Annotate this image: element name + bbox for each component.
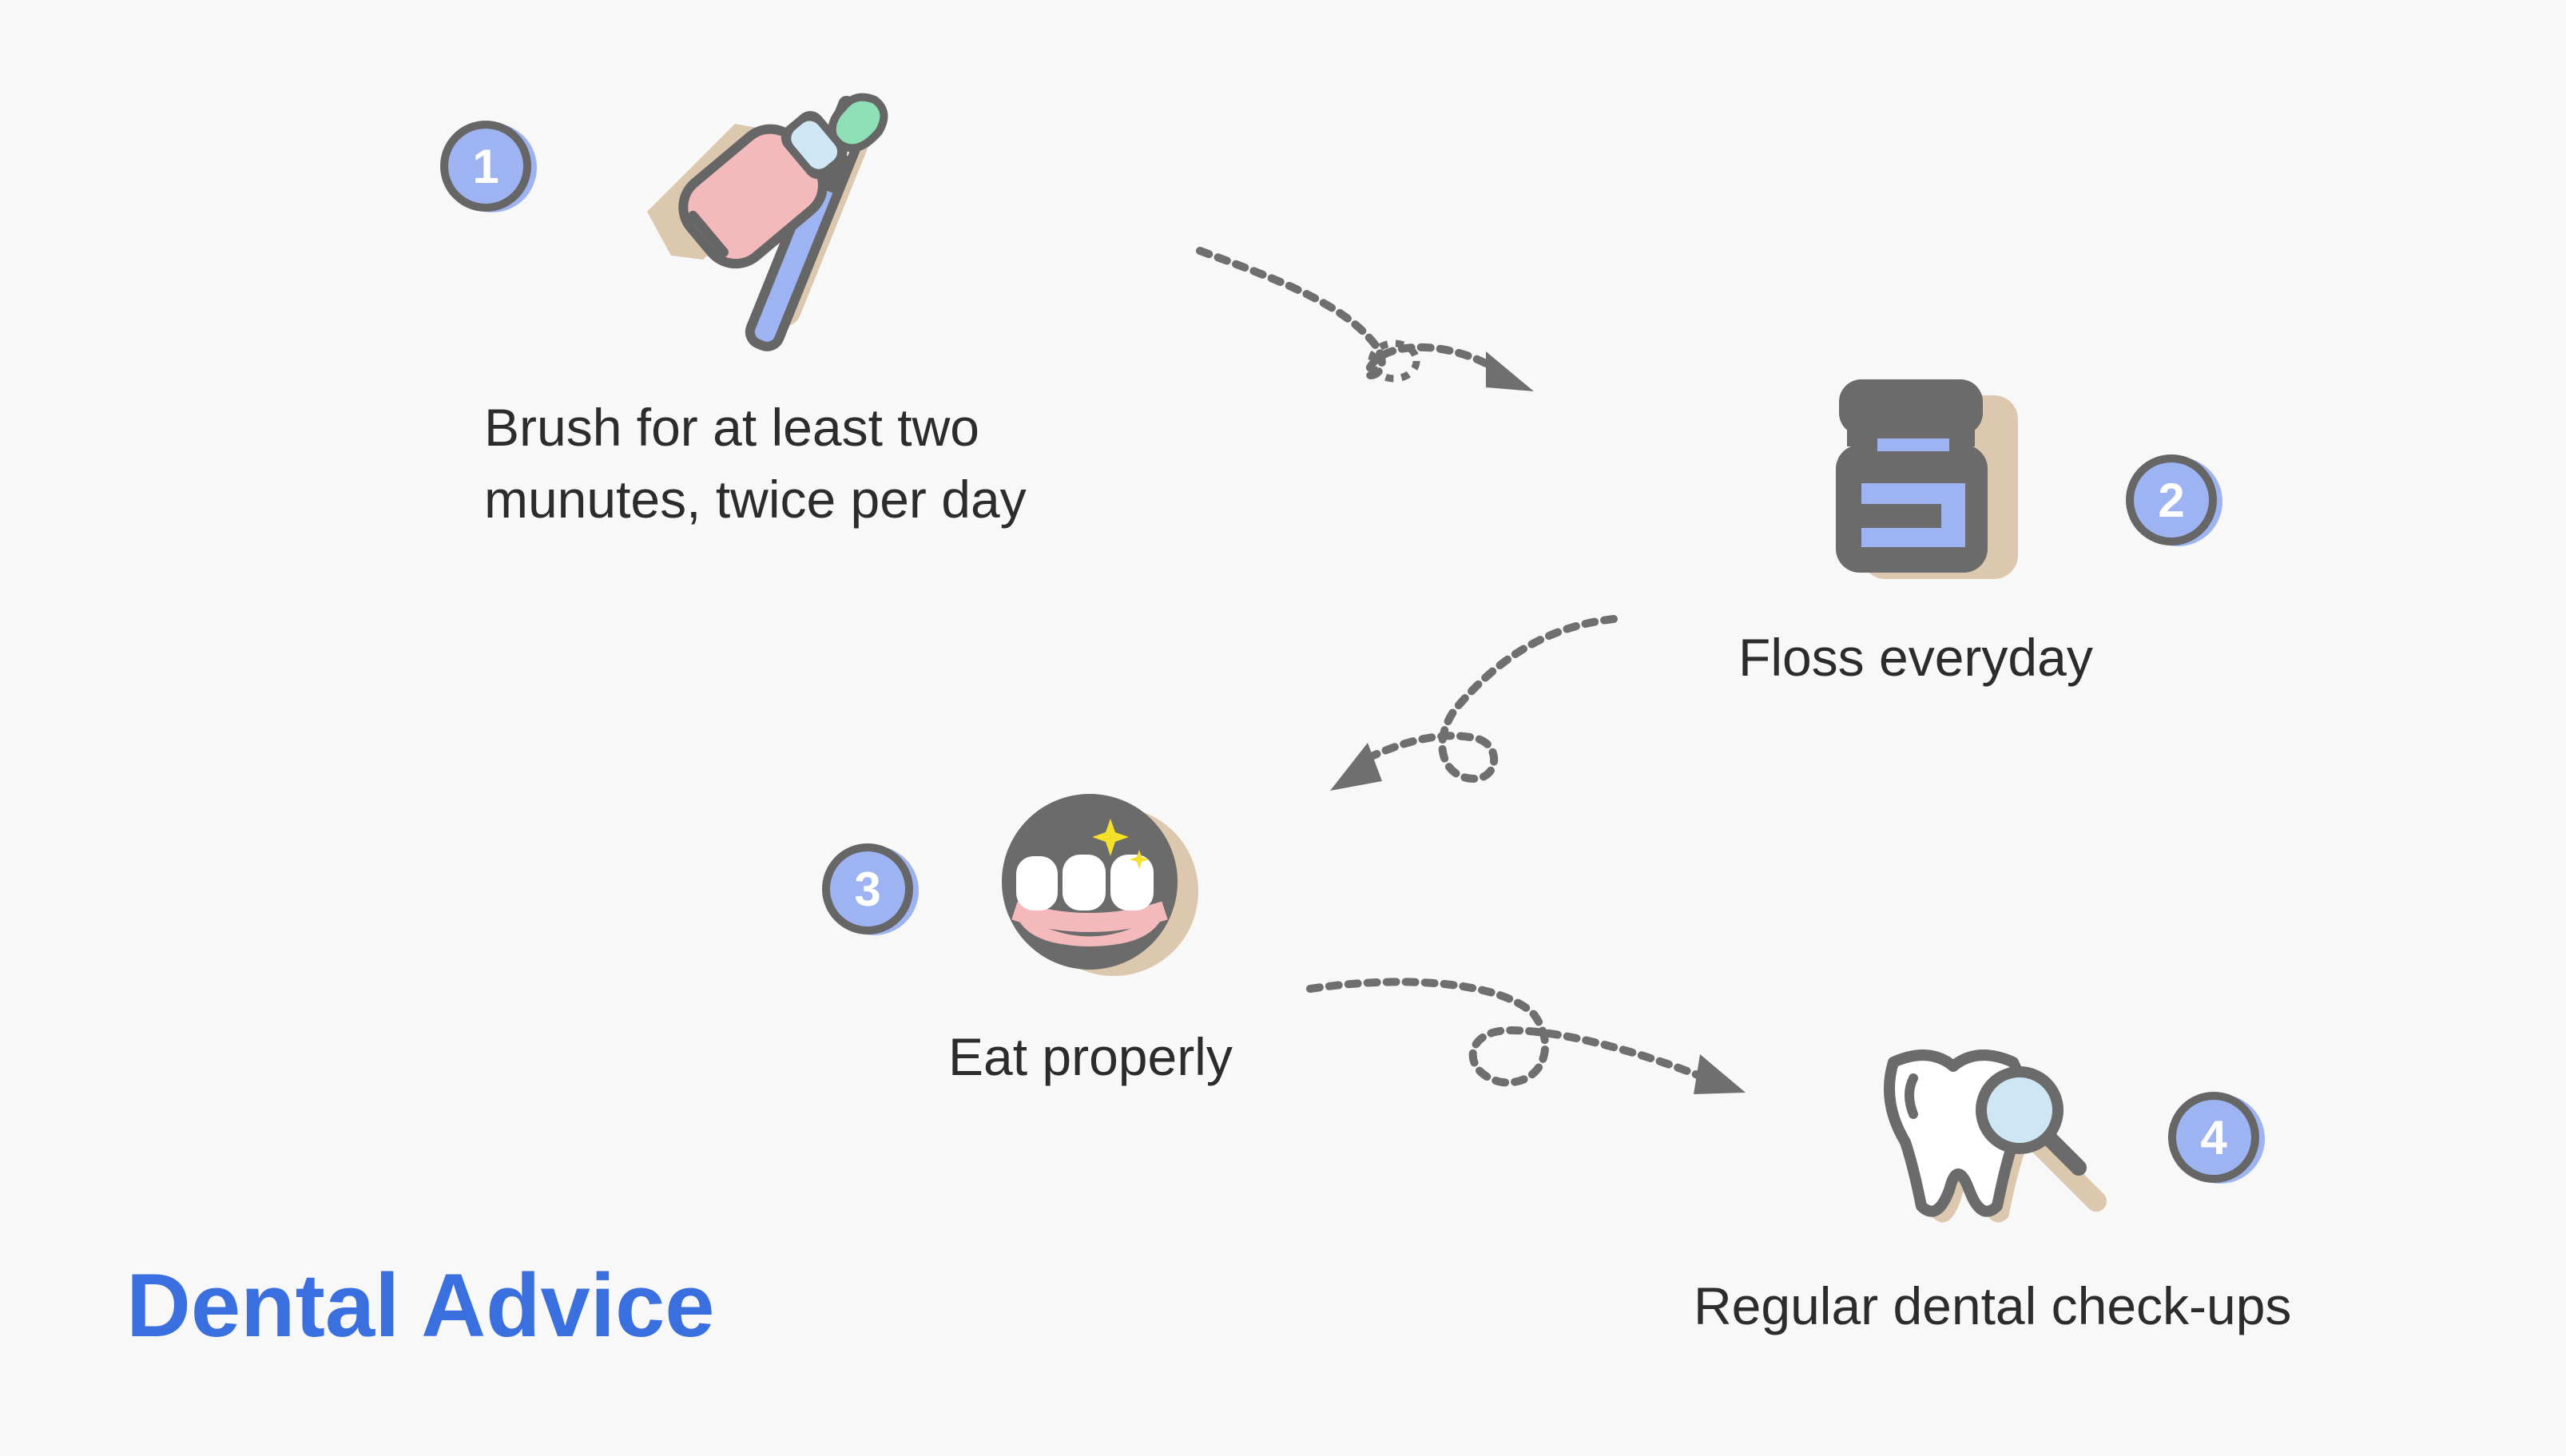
step-number: 2 xyxy=(2158,473,2185,527)
step-text-line: Eat properly xyxy=(948,1027,1233,1086)
floss-container-icon xyxy=(1836,379,2018,579)
healthy-teeth-icon xyxy=(1002,794,1198,976)
step-text-line: munutes, twice per day xyxy=(484,470,1027,529)
step-text: Regular dental check-ups xyxy=(1694,1270,2291,1342)
connector-arrow xyxy=(1330,615,1618,791)
step-text: Floss everyday xyxy=(1738,621,2093,693)
tooth-magnifier-icon xyxy=(1884,1049,2107,1223)
toothpaste-toothbrush-icon xyxy=(647,93,888,351)
page-title: Dental Advice xyxy=(126,1256,715,1355)
step-number-badge: 2 xyxy=(2125,454,2230,559)
step-text-line: Brush for at least two xyxy=(484,398,979,457)
step-text-line: Floss everyday xyxy=(1738,628,2093,687)
connector-arrow xyxy=(1306,978,1746,1094)
step-number-badge: 1 xyxy=(439,120,545,225)
step-text: Brush for at least two munutes, twice pe… xyxy=(484,391,1027,535)
step-number: 1 xyxy=(472,139,499,193)
step-number: 3 xyxy=(854,862,881,916)
step-text: Eat properly xyxy=(948,1021,1233,1093)
step-text-line: Regular dental check-ups xyxy=(1694,1276,2292,1335)
step-number: 4 xyxy=(2200,1110,2227,1164)
step-number-badge: 4 xyxy=(2167,1091,2273,1196)
connector-arrow xyxy=(1196,247,1534,391)
step-number-badge: 3 xyxy=(821,843,927,948)
